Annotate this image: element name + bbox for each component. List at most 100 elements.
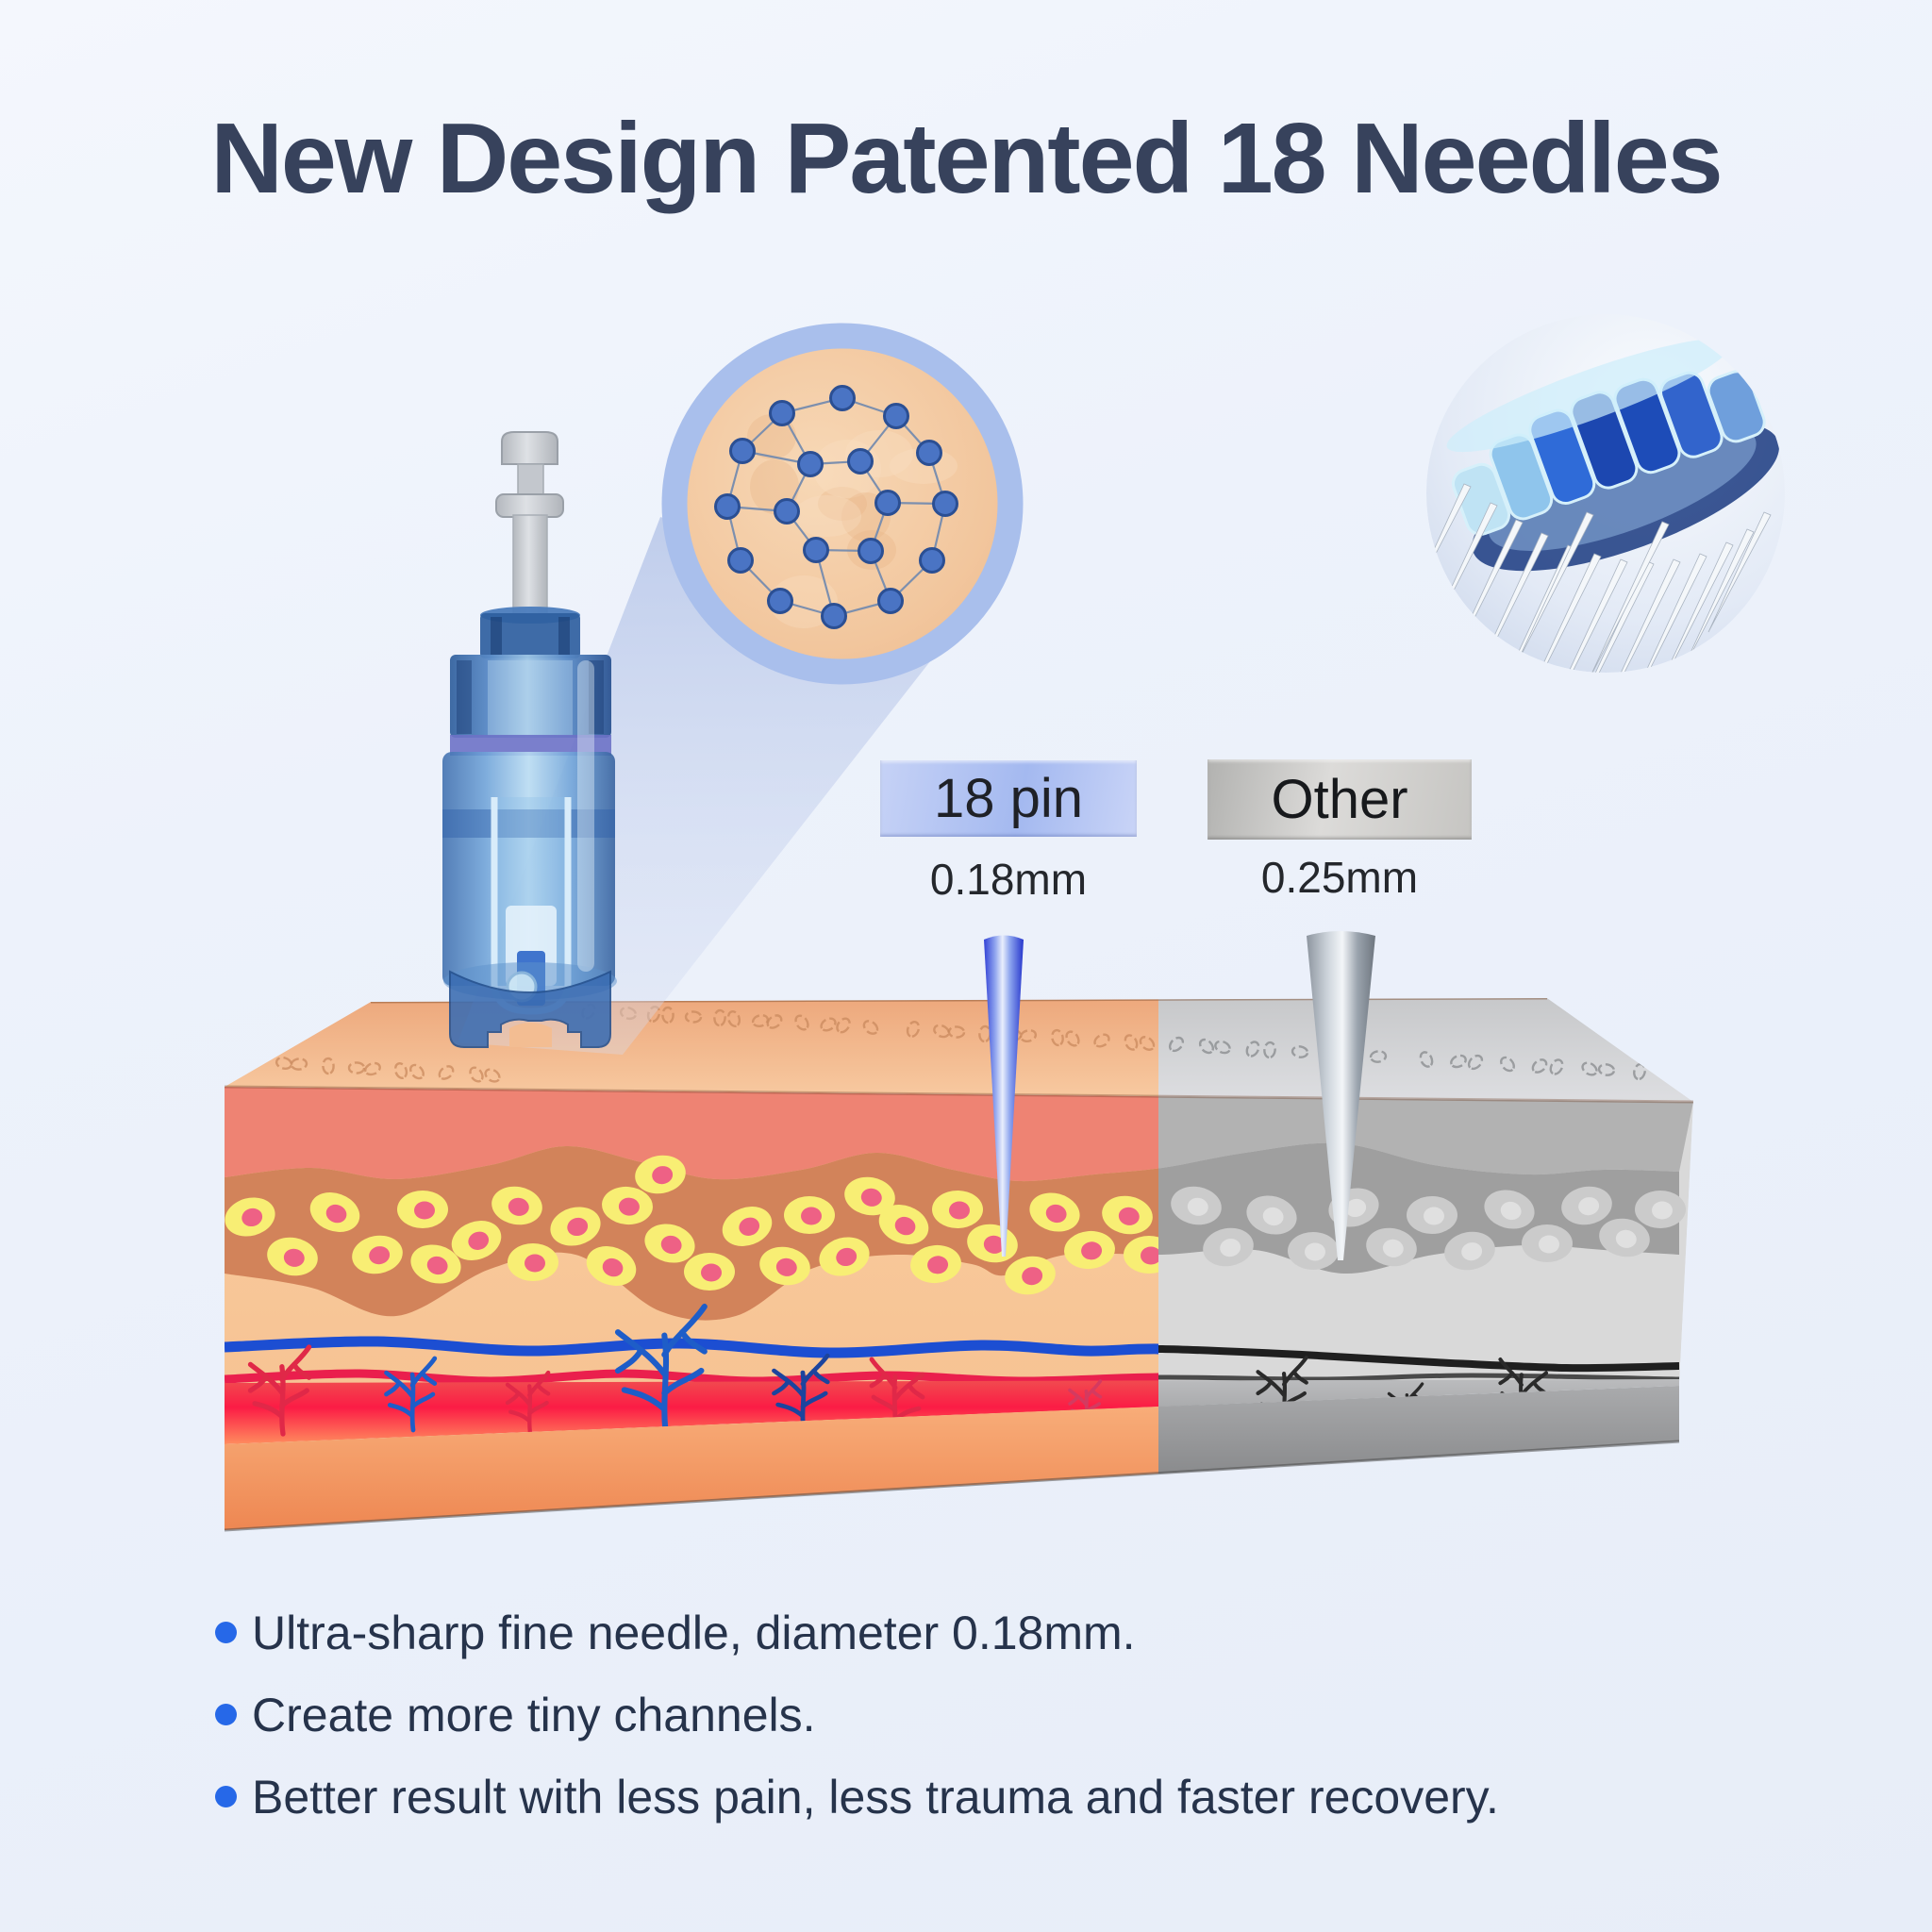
needle-dot [821,603,847,629]
skin-top-face [225,998,1693,1102]
skin-cell [451,1221,502,1260]
skin-cell [508,1243,558,1281]
skin-pore [1019,1029,1038,1042]
needle-dot [803,537,829,563]
needle-dot [883,403,909,429]
skin-cell [267,1237,318,1276]
page-title: New Design Patented 18 Needles [210,103,1723,214]
bullet-dot-icon [215,1704,237,1725]
skin-cell [644,1224,695,1263]
plunger-cap [501,431,558,465]
skin-front-face [225,1087,1693,1444]
feature-list: Ultra-sharp fine needle, diameter 0.18mm… [215,1591,1499,1838]
needle-dot [874,490,901,516]
bullet-dot-icon [215,1786,237,1807]
skin-cell [397,1191,448,1228]
skin-pore [684,1010,703,1024]
skin-pore [1531,1058,1548,1074]
skin-pore [1549,1058,1564,1075]
needle-dot [714,493,741,520]
plunger-flange [495,493,564,518]
skin-cell [225,1197,275,1237]
skin-pore [1139,1036,1156,1051]
feature-item: Ultra-sharp fine needle, diameter 0.18mm… [215,1591,1499,1674]
skin-base-right [1158,1386,1679,1474]
needle-dot [847,448,874,475]
skin-cell [491,1186,542,1225]
skin-pore [766,1014,783,1029]
skin-pore [1597,1063,1616,1076]
skin-cell [1171,1186,1222,1225]
skin-pore [438,1065,455,1080]
skin-cell [819,1237,870,1276]
skin-cell [635,1155,686,1194]
skin-cell [844,1176,895,1216]
skin-pore [1168,1036,1185,1053]
closeup-needle [1452,532,1549,673]
needle-18pin-illustration [984,935,1024,1257]
closeup-needle [1498,553,1602,673]
closeup-needle [1588,521,1670,673]
skin-pore [484,1068,501,1083]
skin-cell [1005,1256,1056,1295]
closeup-needle [1551,560,1655,673]
feature-text: Better result with less pain, less traum… [252,1770,1499,1824]
cartridge-collar [480,613,580,658]
skin-cell [1124,1236,1158,1274]
feature-text: Ultra-sharp fine needle, diameter 0.18mm… [252,1606,1136,1659]
skin-pore [1198,1038,1215,1055]
skin-pore [290,1058,308,1071]
skin-pore [347,1061,366,1074]
cartridge-purple-band [450,735,611,756]
skin-cell [1599,1218,1650,1257]
bullet-dot-icon [215,1622,237,1643]
skin-cell [586,1246,637,1286]
skin-pore [1450,1054,1467,1069]
skin-pore [393,1062,408,1079]
skin-pore [1214,1040,1231,1055]
skin-cell [1407,1196,1457,1234]
skin-pore [836,1017,851,1034]
skin-pore [469,1066,484,1083]
skin-pore [794,1014,809,1031]
size-other: 0.25mm [1260,853,1419,902]
skin-pore [1065,1030,1080,1047]
skin-cell [1484,1190,1535,1229]
skin-pore [409,1063,425,1080]
needle-dot [919,547,945,574]
skin-pore [1263,1041,1276,1059]
closeup-needle [1679,528,1755,673]
skin-texture [747,414,958,628]
cartridge-segment [1707,370,1766,443]
skin-cell [722,1207,773,1246]
needle-dot [858,538,884,564]
skin-cell [1029,1192,1080,1232]
closeup-needle [1523,558,1628,673]
cartridge-lower-body [442,752,615,986]
skin-cell [878,1205,929,1244]
skin-pore [820,1017,837,1032]
skin-pore [1581,1061,1598,1076]
label-other: Other [1208,759,1472,840]
needle-dot [774,498,800,525]
skin-front-colored [225,1087,1158,1444]
skin-pore [1500,1056,1515,1073]
needle-dot [769,400,795,426]
skin-pore [751,1014,770,1027]
skin-pore [906,1021,921,1038]
skin-cell [1444,1231,1495,1271]
skin-cell [550,1207,601,1246]
skin-cell [1366,1227,1417,1267]
skin-cell [309,1192,360,1232]
magnifier-circle [661,323,1024,685]
skin-cell [759,1246,810,1286]
skin-pore [322,1057,335,1075]
closeup-needle [1581,558,1681,673]
feature-item: Better result with less pain, less traum… [215,1756,1499,1838]
skin-pore [661,1006,675,1024]
needle-dot [729,438,756,464]
cartridge-closeup-circle [1426,314,1785,673]
skin-cell [910,1244,961,1284]
